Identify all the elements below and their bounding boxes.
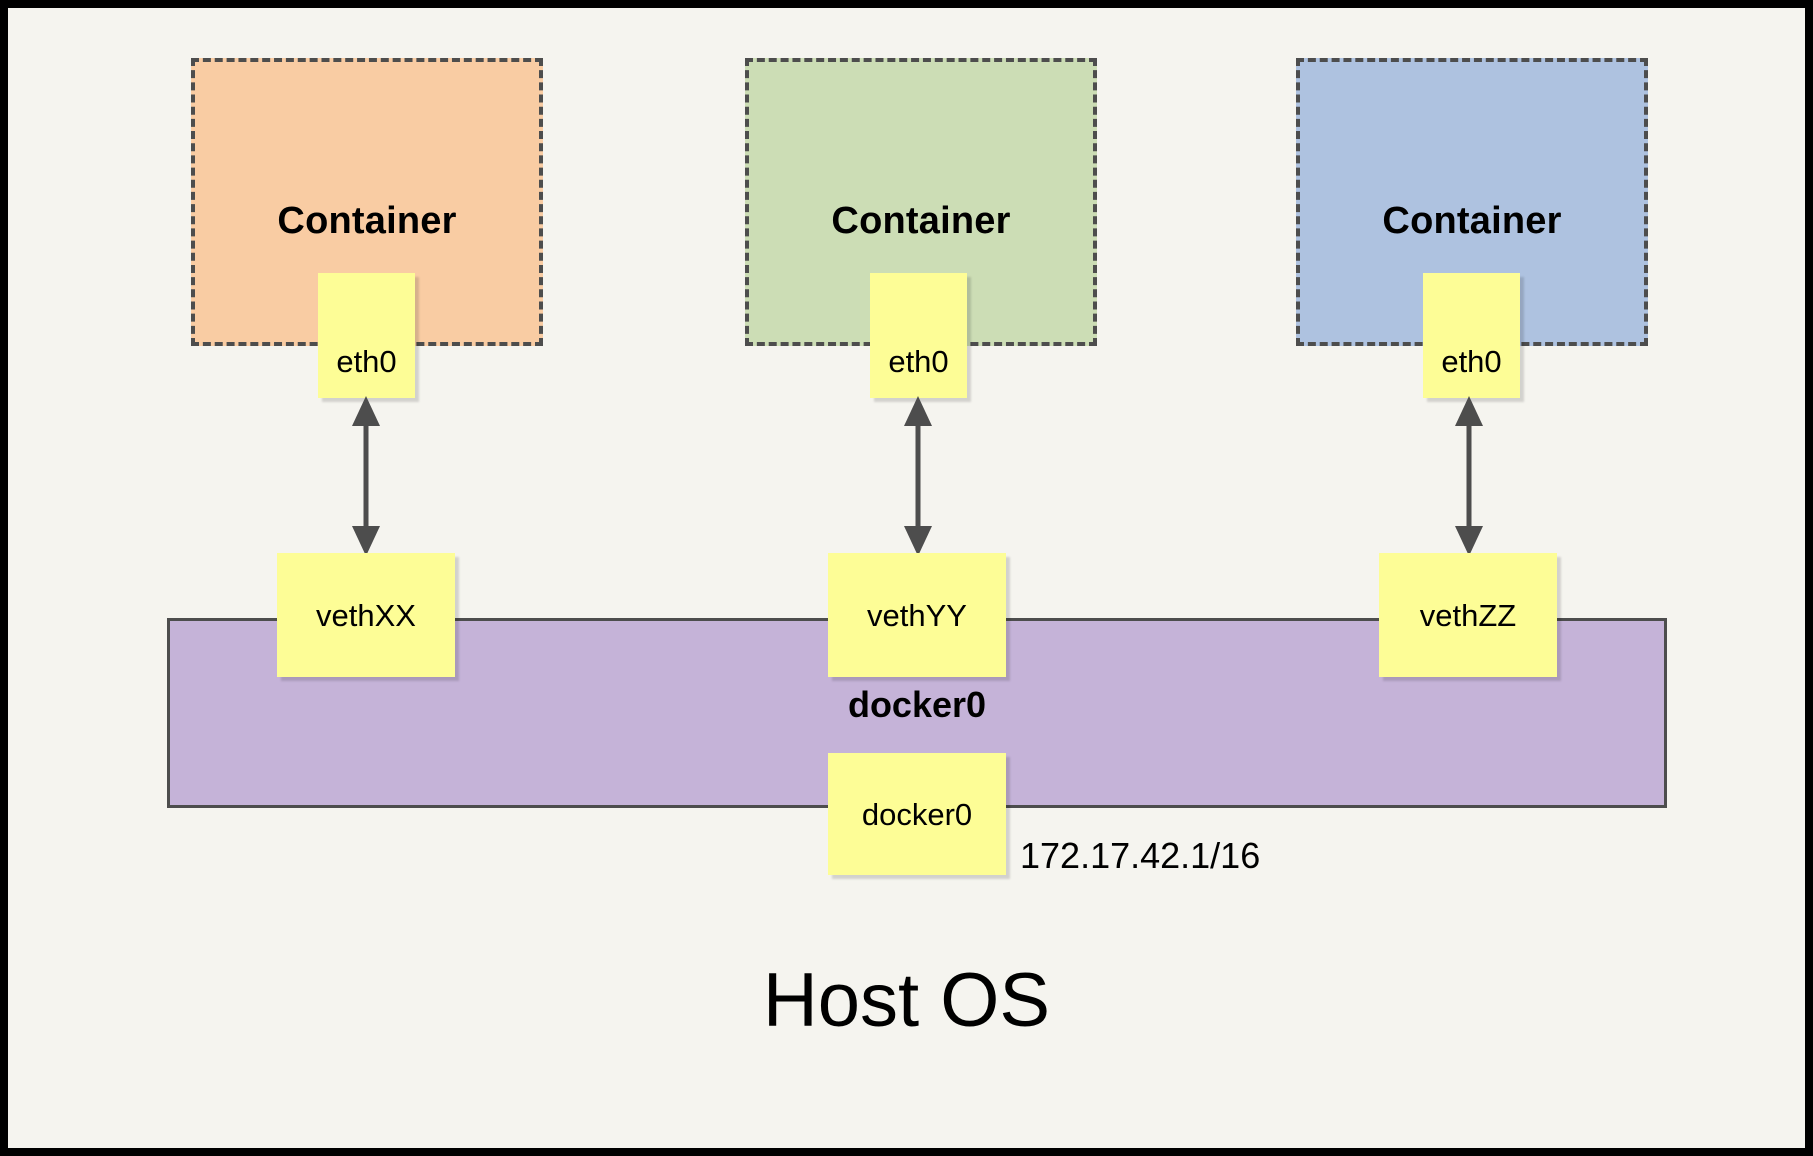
container-title-3: Container	[1382, 200, 1562, 242]
eth0-label-2: eth0	[888, 344, 949, 379]
host-os-label: Host OS	[762, 958, 1051, 1043]
eth0-interface-3: eth0	[1423, 273, 1520, 398]
link-arrow-eth0-vethzz	[1449, 396, 1489, 556]
link-arrow-eth0-vethxx	[346, 396, 386, 556]
veth-label-1: vethXX	[316, 597, 416, 633]
veth-label-3: vethZZ	[1419, 597, 1517, 633]
veth-interface-2: vethYY	[828, 553, 1006, 677]
link-arrow-eth0-vethyy	[898, 396, 938, 556]
docker0-interface: docker0	[828, 753, 1006, 875]
docker0-bridge-label: docker0	[847, 684, 987, 725]
eth0-label-3: eth0	[1441, 344, 1502, 379]
docker0-ip-address: 172.17.42.1/16	[1020, 835, 1261, 876]
veth-interface-3: vethZZ	[1379, 553, 1557, 677]
docker0-interface-label: docker0	[861, 796, 973, 832]
container-title-2: Container	[831, 200, 1011, 242]
container-title-1: Container	[277, 200, 457, 242]
eth0-label-1: eth0	[336, 344, 397, 379]
diagram-canvas: Container Container Container docker0 et…	[8, 8, 1805, 1148]
eth0-interface-1: eth0	[318, 273, 415, 398]
veth-interface-1: vethXX	[277, 553, 455, 677]
veth-label-2: vethYY	[867, 597, 967, 633]
eth0-interface-2: eth0	[870, 273, 967, 398]
